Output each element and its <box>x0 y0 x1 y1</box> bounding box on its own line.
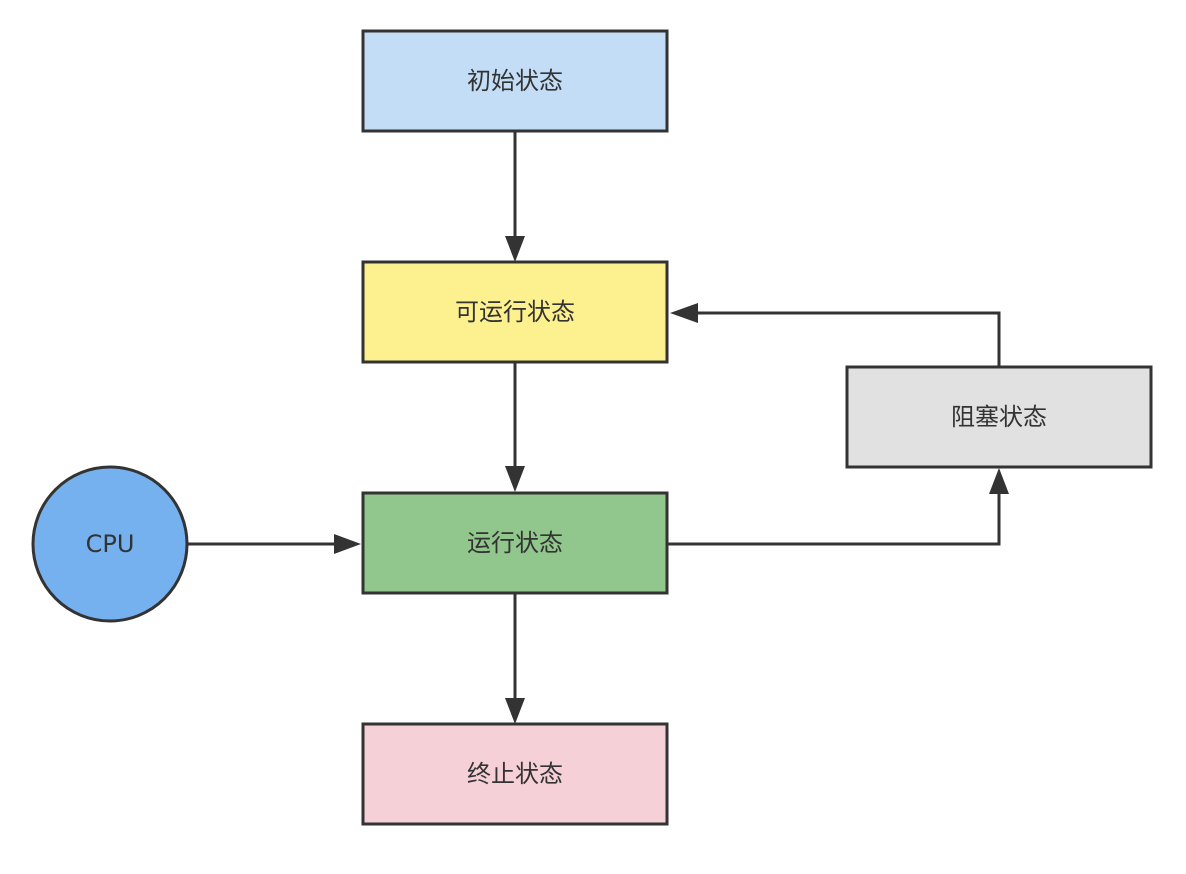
edge-running-to-terminated <box>505 594 525 724</box>
node-runnable-label: 可运行状态 <box>455 298 575 326</box>
edge-cpu-to-running <box>187 534 361 554</box>
node-runnable: 可运行状态 <box>361 260 669 364</box>
edge-runnable-to-running <box>505 362 525 492</box>
node-initial-label: 初始状态 <box>467 67 563 95</box>
node-blocked: 阻塞状态 <box>845 365 1153 469</box>
node-blocked-label: 阻塞状态 <box>951 403 1047 431</box>
node-cpu-label: CPU <box>86 530 135 558</box>
node-running-label: 运行状态 <box>467 529 563 557</box>
edge-running-to-blocked <box>667 468 1009 546</box>
node-terminated: 终止状态 <box>361 722 669 826</box>
node-initial: 初始状态 <box>361 29 669 133</box>
edge-initial-to-runnable <box>505 131 525 262</box>
node-terminated-label: 终止状态 <box>467 760 563 788</box>
edge-blocked-to-runnable <box>670 303 1001 367</box>
node-running: 运行状态 <box>361 491 669 595</box>
node-cpu: CPU <box>31 465 189 623</box>
